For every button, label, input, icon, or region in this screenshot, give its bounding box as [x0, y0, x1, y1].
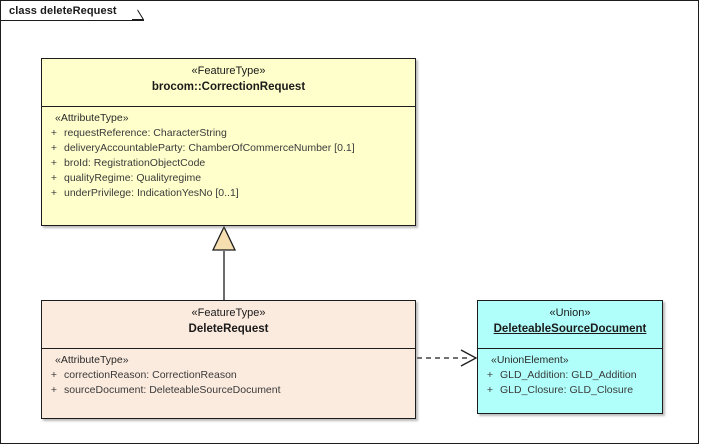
attribute-visibility: +	[486, 384, 494, 396]
attribute-row[interactable]: + GLD_Closure: GLD_Closure	[480, 383, 660, 398]
class-box-correction-request[interactable]: «FeatureType» brocom::CorrectionRequest …	[41, 58, 416, 226]
class-box-delete-request[interactable]: «FeatureType» DeleteRequest «AttributeTy…	[41, 300, 416, 419]
compartment-stereotype: «UnionElement»	[491, 354, 569, 366]
attribute-visibility: +	[50, 142, 58, 154]
class-divider	[42, 348, 415, 349]
attribute-label: GLD_Closure: GLD_Closure	[500, 384, 634, 396]
attribute-row[interactable]: + underPrivilege: IndicationYesNo [0..1]	[44, 186, 413, 201]
attribute-row[interactable]: + qualityRegime: Qualityregime	[44, 171, 413, 186]
class-stereotype: «FeatureType»	[191, 65, 266, 77]
attribute-row[interactable]: + deliveryAccountableParty: ChamberOfCom…	[44, 141, 413, 156]
class-box-deleteable-source-document[interactable]: «Union» DeleteableSourceDocument «UnionE…	[477, 300, 663, 414]
class-name: brocom::CorrectionRequest	[151, 81, 306, 93]
attribute-row[interactable]: + correctionReason: CorrectionReason	[44, 368, 413, 383]
attributes-compartment-correction-request: «AttributeType» + requestReference: Char…	[42, 107, 415, 206]
attribute-visibility: +	[50, 127, 58, 139]
attribute-visibility: +	[50, 172, 58, 184]
attribute-visibility: +	[50, 384, 58, 396]
attribute-row[interactable]: + sourceDocument: DeleteableSourceDocume…	[44, 383, 413, 398]
attribute-label: qualityRegime: Qualityregime	[64, 172, 202, 184]
attributes-compartment-delete-request: «AttributeType» + correctionReason: Corr…	[42, 349, 415, 403]
diagram-tab[interactable]: class deleteRequest	[1, 1, 144, 21]
generalization-connector	[211, 225, 237, 300]
attribute-row[interactable]: + broId: RegistrationObjectCode	[44, 156, 413, 171]
compartment-stereotype: «AttributeType»	[55, 112, 129, 124]
class-stereotype: «Union»	[549, 307, 591, 319]
dependency-connector	[417, 349, 478, 367]
class-header-deleteable-source-document: «Union» DeleteableSourceDocument	[478, 301, 662, 348]
class-divider	[42, 106, 415, 107]
class-header-delete-request: «FeatureType» DeleteRequest	[42, 301, 415, 348]
attribute-visibility: +	[50, 187, 58, 199]
attribute-label: deliveryAccountableParty: ChamberOfComme…	[64, 142, 355, 154]
tab-corner-shape	[131, 1, 144, 21]
attribute-visibility: +	[50, 157, 58, 169]
attributes-compartment-deleteable-source-document: «UnionElement» + GLD_Addition: GLD_Addit…	[478, 349, 662, 403]
attribute-label: requestReference: CharacterString	[64, 127, 227, 139]
attribute-label: GLD_Addition: GLD_Addition	[500, 369, 637, 381]
attribute-visibility: +	[50, 369, 58, 381]
diagram-tab-label: class deleteRequest	[9, 4, 117, 17]
compartment-stereotype: «AttributeType»	[55, 354, 129, 366]
class-stereotype: «FeatureType»	[191, 307, 266, 319]
class-name: DeleteRequest	[188, 323, 269, 335]
attribute-label: broId: RegistrationObjectCode	[64, 157, 206, 169]
attribute-row[interactable]: + requestReference: CharacterString	[44, 126, 413, 141]
attribute-label: sourceDocument: DeleteableSourceDocument	[64, 384, 281, 396]
class-header-correction-request: «FeatureType» brocom::CorrectionRequest	[42, 59, 415, 106]
attribute-label: underPrivilege: IndicationYesNo [0..1]	[64, 187, 239, 199]
class-divider	[478, 348, 662, 349]
class-name: DeleteableSourceDocument	[493, 323, 647, 335]
attribute-label: correctionReason: CorrectionReason	[64, 369, 237, 381]
attribute-row[interactable]: + GLD_Addition: GLD_Addition	[480, 368, 660, 383]
attribute-visibility: +	[486, 369, 494, 381]
